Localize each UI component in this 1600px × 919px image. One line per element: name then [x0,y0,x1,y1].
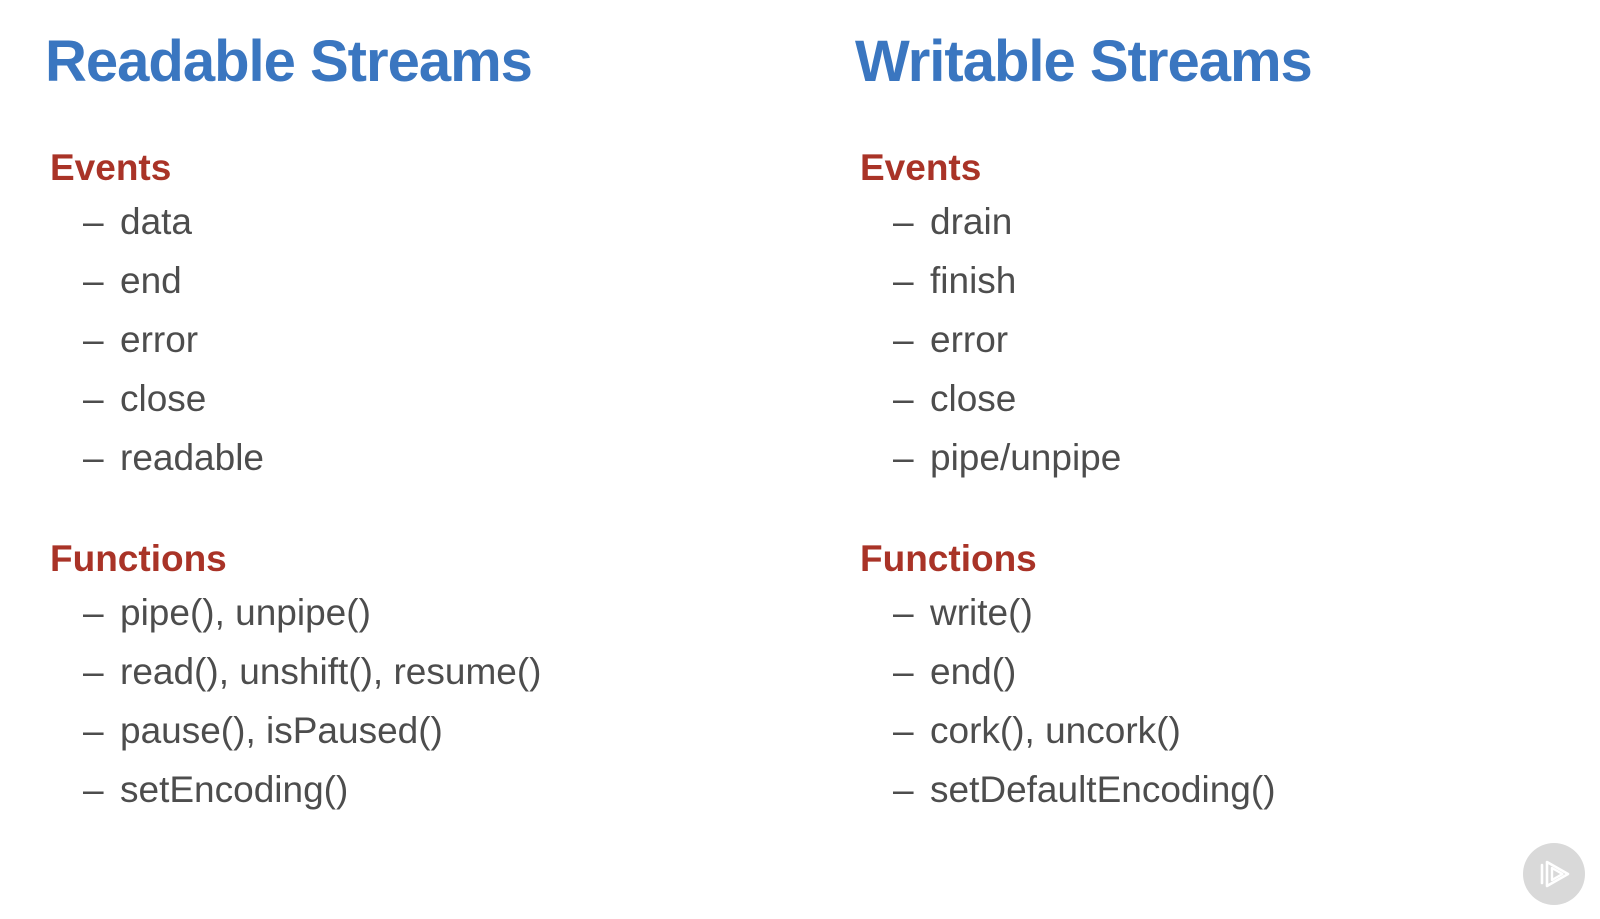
list-item: – end [83,251,810,310]
list-item: – setEncoding() [83,760,810,819]
list-item: – pipe/unpipe [893,428,1600,487]
readable-streams-column: Readable Streams Events – data – end – e… [45,29,810,819]
list-item: – setDefaultEncoding() [893,760,1600,819]
list-item: – cork(), uncork() [893,701,1600,760]
dash-bullet: – [83,651,104,692]
list-item-text: setEncoding() [120,769,349,810]
readable-functions-list: – pipe(), unpipe() – read(), unshift(), … [45,583,810,819]
list-item-text: pipe/unpipe [930,437,1122,478]
list-item: – write() [893,583,1600,642]
list-item: – pipe(), unpipe() [83,583,810,642]
list-item: – close [83,369,810,428]
list-item-text: cork(), uncork() [930,710,1181,751]
list-item-text: drain [930,201,1013,242]
list-item-text: write() [930,592,1033,633]
dash-bullet: – [83,769,104,810]
dash-bullet: – [83,592,104,633]
list-item: – readable [83,428,810,487]
list-item: – finish [893,251,1600,310]
list-item-text: end() [930,651,1017,692]
list-item: – end() [893,642,1600,701]
writable-streams-column: Writable Streams Events – drain – finish… [810,0,1600,919]
list-item: – error [83,310,810,369]
readable-events-list: – data – end – error – close – readable [45,192,810,487]
list-item-text: end [120,260,182,301]
list-item: – drain [893,192,1600,251]
readable-events-heading: Events [50,147,172,188]
list-item: – pause(), isPaused() [83,701,810,760]
dash-bullet: – [893,319,914,360]
list-item-text: readable [120,437,265,478]
readable-functions-heading: Functions [50,538,227,579]
list-item: – data [83,192,810,251]
list-item-text: setDefaultEncoding() [930,769,1276,810]
dash-bullet: – [893,769,914,810]
dash-bullet: – [893,260,914,301]
writable-functions-heading: Functions [860,538,1037,579]
dash-bullet: – [83,201,104,242]
dash-bullet: – [83,710,104,751]
play-icon [1534,854,1574,894]
dash-bullet: – [893,710,914,751]
dash-bullet: – [83,319,104,360]
list-item-text: read(), unshift(), resume() [120,651,542,692]
list-item-text: close [120,378,207,419]
dash-bullet: – [893,201,914,242]
list-item: – read(), unshift(), resume() [83,642,810,701]
writable-events-heading: Events [860,147,982,188]
list-item-text: finish [930,260,1017,301]
writable-functions-list: – write() – end() – cork(), uncork() – s… [855,583,1600,819]
pluralsight-logo-badge [1523,843,1585,905]
dash-bullet: – [83,260,104,301]
readable-streams-title: Readable Streams [45,29,533,94]
dash-bullet: – [83,378,104,419]
dash-bullet: – [893,378,914,419]
dash-bullet: – [893,651,914,692]
dash-bullet: – [83,437,104,478]
list-item-text: data [120,201,193,242]
dash-bullet: – [893,592,914,633]
dash-bullet: – [893,437,914,478]
writable-streams-title: Writable Streams [855,29,1313,94]
list-item-text: error [120,319,199,360]
list-item-text: pipe(), unpipe() [120,592,371,633]
list-item-text: error [930,319,1009,360]
writable-events-list: – drain – finish – error – close – pipe/… [855,192,1600,487]
list-item-text: close [930,378,1017,419]
list-item: – error [893,310,1600,369]
list-item-text: pause(), isPaused() [120,710,443,751]
list-item: – close [893,369,1600,428]
